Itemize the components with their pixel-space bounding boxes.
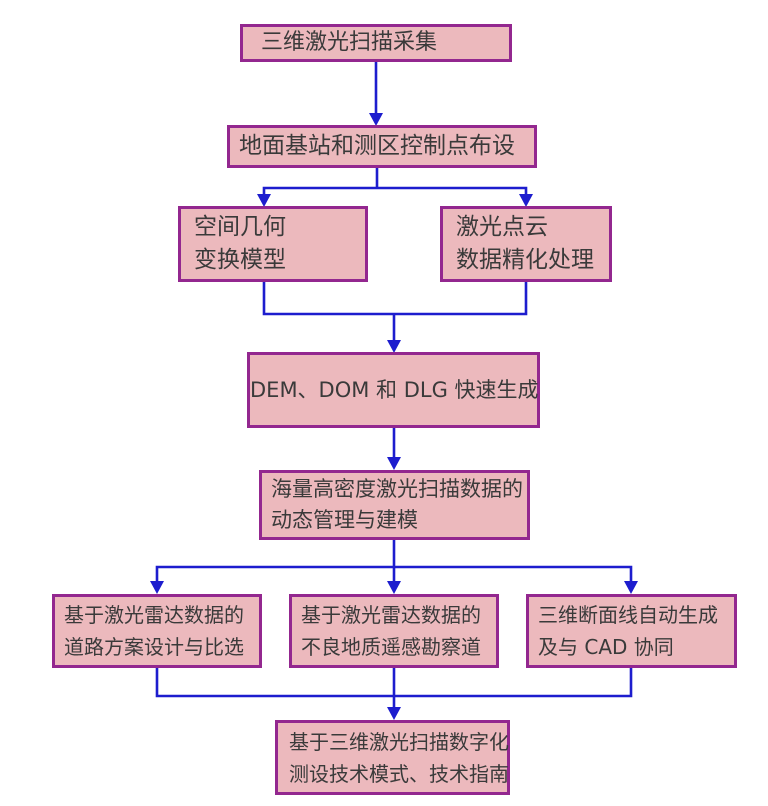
node-text: 空间几何 xyxy=(194,214,286,240)
node-mass-data-management-modeling: 海量高密度激光扫描数据的 动态管理与建模 xyxy=(259,470,530,540)
arrowhead-to-section-cad xyxy=(624,581,638,594)
node-spatial-geometry-transform-model: 空间几何 变换模型 xyxy=(178,206,368,282)
connector-base-split-rail xyxy=(262,186,528,195)
node-road-design-comparison: 基于激光雷达数据的 道路方案设计与比选 xyxy=(52,594,262,668)
node-text: 变换模型 xyxy=(194,247,286,273)
node-text: 三维激光扫描采集 xyxy=(261,30,438,56)
node-digital-survey-tech-guide: 基于三维激光扫描数字化 测设技术模式、技术指南 xyxy=(275,720,510,795)
node-ground-base-station-control-points: 地面基站和测区控制点布设 xyxy=(227,125,537,168)
arrowhead-to-massdata xyxy=(387,457,401,470)
node-text: 不良地质遥感勘察道 xyxy=(301,635,481,659)
arrowhead-to-dem xyxy=(387,340,401,353)
arrowhead-to-spatial-geometry xyxy=(257,194,271,207)
node-text: 地面基站和测区控制点布设 xyxy=(239,132,515,159)
arrowhead-scan-to-base xyxy=(369,113,383,126)
node-text: 基于激光雷达数据的 xyxy=(301,603,481,627)
node-text: 基于三维激光扫描数字化 xyxy=(289,729,509,754)
connector-row3-merge-rail xyxy=(262,281,528,316)
connector-massdata-split-rail xyxy=(155,565,633,581)
node-text: 激光点云 xyxy=(456,214,548,240)
node-text: 海量高密度激光扫描数据的 xyxy=(271,477,523,501)
node-text: DEM、DOM 和 DLG 快速生成 xyxy=(250,377,539,402)
arrowhead-to-geology-survey xyxy=(387,581,401,594)
node-text: 动态管理与建模 xyxy=(271,508,418,532)
node-text: 及与 CAD 协同 xyxy=(538,635,674,659)
arrowhead-to-guide xyxy=(387,707,401,720)
node-text: 测设技术模式、技术指南 xyxy=(289,761,509,786)
node-3d-section-cad-collaboration: 三维断面线自动生成 及与 CAD 协同 xyxy=(526,594,737,668)
node-text: 三维断面线自动生成 xyxy=(538,603,718,627)
node-laser-point-cloud-refinement: 激光点云 数据精化处理 xyxy=(440,206,612,282)
node-3d-laser-scan-collection: 三维激光扫描采集 xyxy=(240,24,512,62)
arrowhead-to-point-cloud xyxy=(519,194,533,207)
node-geology-remote-sensing-survey: 基于激光雷达数据的 不良地质遥感勘察道 xyxy=(289,594,499,668)
node-text: 数据精化处理 xyxy=(456,247,594,273)
node-text: 道路方案设计与比选 xyxy=(64,635,244,659)
arrowhead-to-road-design xyxy=(150,581,164,594)
node-dem-dom-dlg-generation: DEM、DOM 和 DLG 快速生成 xyxy=(247,352,540,428)
node-text: 基于激光雷达数据的 xyxy=(64,603,244,627)
